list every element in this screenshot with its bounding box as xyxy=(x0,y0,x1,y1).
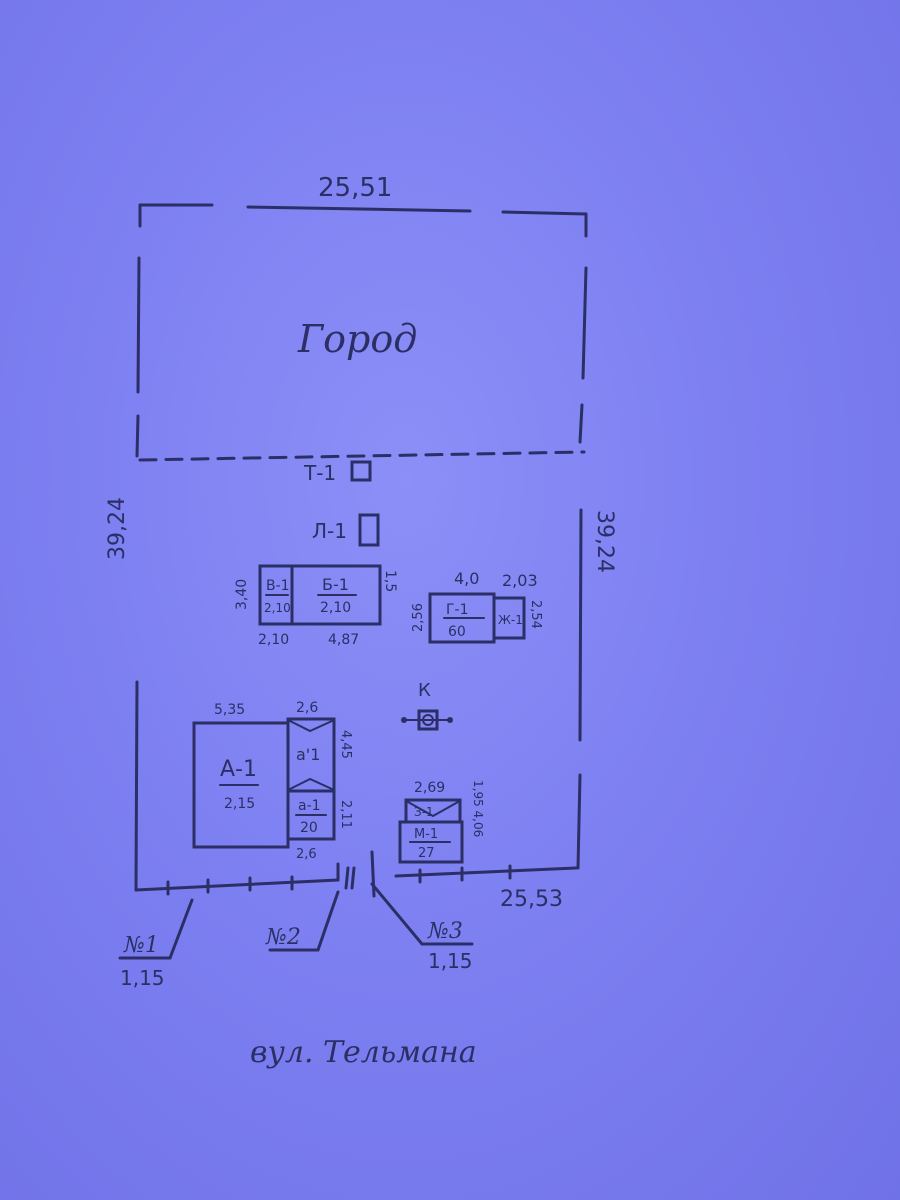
n-dim-right: 1,95 4,06 xyxy=(471,780,485,837)
g-dim-left: 2,56 xyxy=(411,603,426,632)
garden-separator xyxy=(138,450,586,462)
a-dim-top: 5,35 xyxy=(214,702,245,718)
a-side-bottom-top: а-1 xyxy=(298,798,321,814)
a-dim-bottom: 2,6 xyxy=(296,847,317,862)
gate xyxy=(336,850,376,898)
t1-label: Т-1 xyxy=(303,461,336,485)
g-dim-top: 4,0 xyxy=(454,569,479,588)
n-bottom: М-1 xyxy=(414,827,438,842)
b-small-bottom: 2,10 xyxy=(264,601,291,615)
b-dim-bottom-left: 2,10 xyxy=(258,632,289,648)
g-dim-right: 2,54 xyxy=(528,600,543,629)
a-dim-right-top: 4,45 xyxy=(338,730,353,759)
g-small: Ж-1 xyxy=(498,613,523,627)
fence-3-length: 1,15 xyxy=(428,949,473,973)
left-boundary xyxy=(134,256,141,892)
fence-leaders xyxy=(118,882,474,960)
a-side-bottom-bottom: 20 xyxy=(300,820,318,836)
building-n: З-1 М-1 27 2,69 1,95 4,06 xyxy=(398,780,485,864)
top-boundary xyxy=(138,203,588,238)
g-top: Г-1 xyxy=(446,602,469,618)
building-t1: Т-1 xyxy=(303,460,372,485)
right-boundary xyxy=(576,266,588,870)
top-dimension: 25,51 xyxy=(318,173,392,203)
fence-1-length: 1,15 xyxy=(120,966,165,990)
b-dim-left: 3,40 xyxy=(234,579,250,610)
fence-2-label: №2 xyxy=(265,925,301,950)
building-b: В-1 2,10 Б-1 2,10 3,40 1,5 2,10 4,87 xyxy=(234,564,398,648)
b-big-top: Б-1 xyxy=(322,575,349,594)
right-dimension: 39,24 xyxy=(592,510,617,573)
fence-3-label: №3 xyxy=(427,919,463,944)
fence-1-label: №1 xyxy=(123,933,159,958)
a-bottom: 2,15 xyxy=(224,796,255,812)
b-big-bottom: 2,10 xyxy=(320,600,351,616)
g-bottom: 60 xyxy=(448,624,466,640)
street-label: вул. Тельмана xyxy=(250,1035,477,1070)
well-k: К xyxy=(401,680,453,731)
b-small-top: В-1 xyxy=(266,578,290,594)
a-side-top: а'1 xyxy=(296,745,320,764)
building-a: А-1 2,15 а'1 а-1 20 5,35 2,6 4,45 2,11 2… xyxy=(192,700,353,862)
bottom-boundary xyxy=(134,864,578,896)
l1-label: Л-1 xyxy=(312,519,347,543)
g-dim-top-right: 2,03 xyxy=(502,571,538,590)
building-g: Г-1 60 Ж-1 4,0 2,03 2,56 2,54 xyxy=(411,569,543,644)
n-dim-top: 2,69 xyxy=(414,780,445,796)
left-dimension: 39,24 xyxy=(105,497,130,560)
b-dim-right: 1,5 xyxy=(382,570,398,592)
garden-label: Город xyxy=(297,317,417,361)
a-top: А-1 xyxy=(220,757,257,782)
a-dim-right-bottom: 2,11 xyxy=(338,800,353,829)
bottom-dimension: 25,53 xyxy=(500,887,563,912)
n-top: З-1 xyxy=(414,805,434,819)
a-dim-top-right: 2,6 xyxy=(296,700,318,716)
k-label: К xyxy=(418,680,431,701)
building-l1: Л-1 xyxy=(312,513,380,547)
b-dim-bottom-right: 4,87 xyxy=(328,632,359,648)
n-bottom-sub: 27 xyxy=(418,846,435,861)
